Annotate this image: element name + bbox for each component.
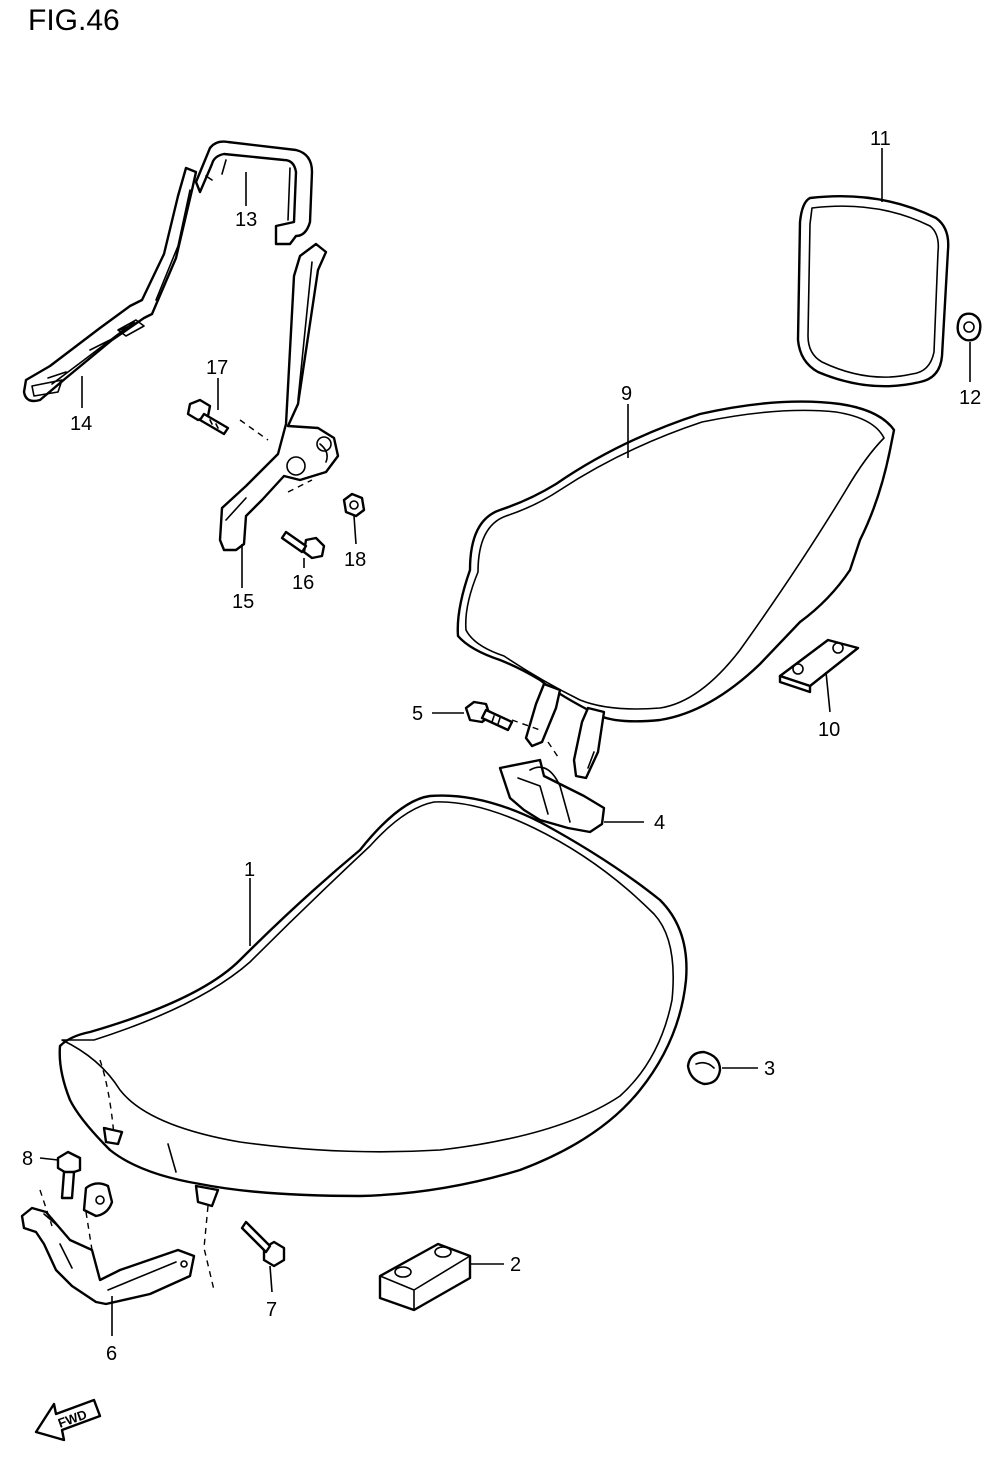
part-label-6: 6 — [106, 1343, 117, 1365]
passenger-seat-part — [456, 400, 896, 780]
sissy-bar-bracket-part — [218, 242, 340, 552]
backrest-pad-part — [796, 195, 950, 388]
left-grab-rail-part — [22, 166, 198, 403]
bolt-5-part — [464, 700, 514, 732]
bracket-4-part — [498, 758, 606, 834]
part-labels: 1 2 3 4 5 6 7 8 9 10 11 12 13 14 15 16 1… — [22, 128, 981, 1365]
rubber-block-2-part — [378, 1242, 472, 1312]
part-label-17: 17 — [206, 357, 228, 379]
part-label-12: 12 — [959, 387, 981, 409]
figure-title: FIG.46 — [28, 4, 120, 37]
part-label-8: 8 — [22, 1148, 33, 1170]
part-label-10: 10 — [818, 719, 840, 741]
part-label-1: 1 — [244, 859, 255, 881]
part-label-5: 5 — [412, 703, 423, 725]
leader-lines — [39, 148, 971, 1336]
main-seat-part — [58, 794, 688, 1208]
grab-rail-top-part — [194, 140, 314, 246]
grommet-3-part — [686, 1050, 722, 1086]
part-label-7: 7 — [266, 1299, 277, 1321]
bolt-17-part — [186, 398, 230, 436]
part-label-18: 18 — [344, 549, 366, 571]
forward-arrow-icon: FWD — [34, 1398, 102, 1442]
bolt-16-part — [280, 530, 326, 560]
pad-10-part — [778, 638, 860, 694]
seat-bracket-6-part — [20, 1182, 196, 1306]
part-label-3: 3 — [764, 1058, 775, 1080]
part-label-16: 16 — [292, 572, 314, 594]
assembly-dashed-lines — [39, 419, 561, 1291]
nut-12-part — [956, 312, 982, 342]
part-label-2: 2 — [510, 1254, 521, 1276]
part-label-9: 9 — [621, 383, 632, 405]
part-label-14: 14 — [70, 413, 92, 435]
part-label-15: 15 — [232, 591, 254, 613]
part-label-11: 11 — [870, 128, 891, 150]
nut-18-part — [342, 492, 366, 518]
bolt-8-part — [56, 1150, 82, 1200]
bolt-7-part — [240, 1220, 286, 1268]
part-label-13: 13 — [235, 209, 257, 231]
part-label-4: 4 — [654, 812, 665, 834]
